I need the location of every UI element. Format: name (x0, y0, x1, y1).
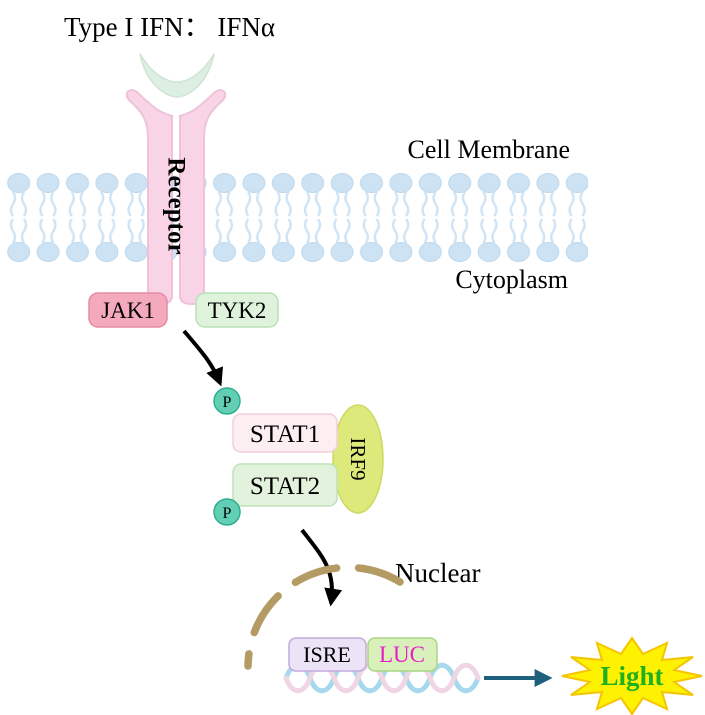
receptor-label: Receptor (163, 157, 190, 254)
cell-membrane-label: Cell Membrane (408, 135, 570, 164)
nuclear-membrane (244, 563, 404, 670)
phospho-badge-2 (213, 498, 241, 526)
stat2-label: STAT2 (250, 473, 320, 500)
irf9-ellipse (332, 404, 384, 514)
cytoplasm-label: Cytoplasm (455, 265, 568, 294)
isre-box (288, 637, 367, 672)
receptor-chain-right (179, 89, 227, 306)
light-label: Light (600, 661, 663, 691)
stat1-label: STAT1 (250, 421, 320, 448)
jak1-label: JAK1 (101, 298, 155, 323)
signal-arrow-stat-to-nucleus (300, 528, 343, 607)
isre-label: ISRE (303, 642, 351, 667)
luc-box (367, 637, 438, 672)
cell-membrane (4, 170, 588, 265)
phospho-label-2: P (223, 505, 232, 522)
irf9-label: IRF9 (346, 437, 370, 480)
ifn-ligand-icon (139, 53, 215, 98)
tyk2-badge (195, 292, 279, 328)
phospho-label-1: P (223, 394, 232, 411)
nuclear-label: Nuclear (395, 558, 480, 588)
stat2-box (232, 463, 338, 507)
luc-label: LUC (379, 642, 425, 667)
tyk2-label: TYK2 (208, 298, 267, 323)
phospho-badge-1 (213, 387, 241, 415)
light-starburst-icon (561, 636, 703, 715)
jak1-badge (88, 292, 168, 328)
diagram-title: Type I IFN： IFNα (64, 12, 275, 42)
signal-arrow-receptor-to-stat (182, 329, 224, 387)
stat1-box (232, 413, 338, 453)
